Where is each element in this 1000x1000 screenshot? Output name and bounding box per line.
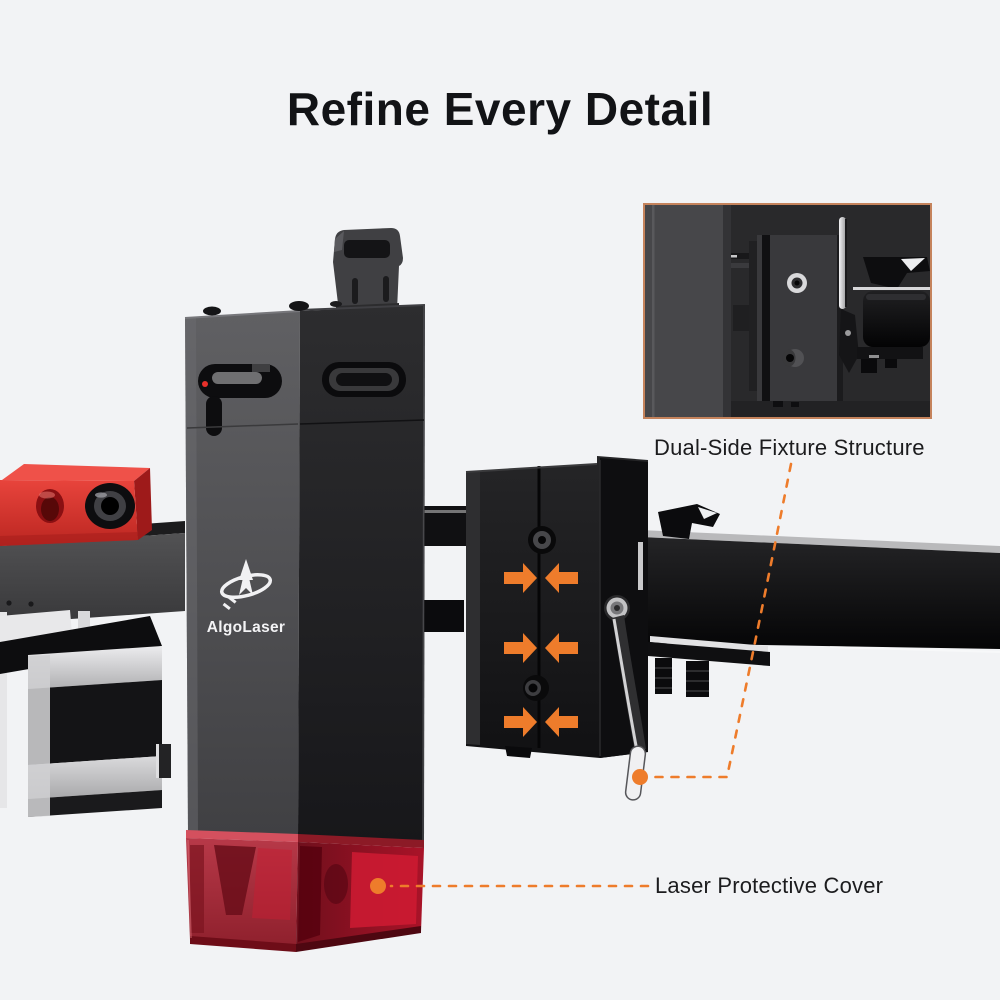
callout-leaders [370,462,793,894]
rail-end-tab [156,744,171,778]
laser-protective-cover [186,830,424,952]
page-title: Refine Every Detail [286,83,714,135]
fixture-callout-dot [632,769,648,785]
screw-post [686,661,709,697]
arrow-left-icon [545,633,578,663]
fixture-hex-screw [523,675,549,701]
arrow-left-icon [545,707,578,737]
beam-under-bracket [648,636,770,697]
fixture-washer-screw [528,526,556,554]
cover-callout-dot [370,878,386,894]
beam-clip [658,504,720,539]
rail-hole [28,601,34,607]
inset-clamp-pin [839,217,846,309]
rocket-emblem-icon [219,559,273,611]
cover-callout-label: Laser Protective Cover [655,873,884,898]
arrow-right-icon [504,563,537,593]
belt-tensioner-block [0,464,152,546]
arrow-right-icon [504,633,537,663]
status-led [202,381,208,387]
screw-post [655,658,672,694]
arrow-left-icon [545,563,578,593]
clamp-lever [604,595,647,801]
brand-logo: AlgoLaser [207,559,286,636]
compression-arrows-icon [504,563,578,737]
connector-arms [424,506,468,632]
fixture-closeup-image [645,205,930,417]
fixture-leader-line [650,462,793,779]
module-handle [333,228,403,314]
y-axis-beam [640,504,1000,653]
rail-hole [6,600,12,606]
laser-module: AlgoLaser [184,228,426,842]
fixture-callout-label: Dual-Side Fixture Structure [654,435,925,460]
module-vent-slots [198,362,406,436]
logo-text: AlgoLaser [207,619,286,636]
arrow-right-icon [504,707,537,737]
inset-standoff-screw [782,349,804,367]
stepper-motor [28,646,162,817]
fixture-closeup-inset [643,203,932,419]
